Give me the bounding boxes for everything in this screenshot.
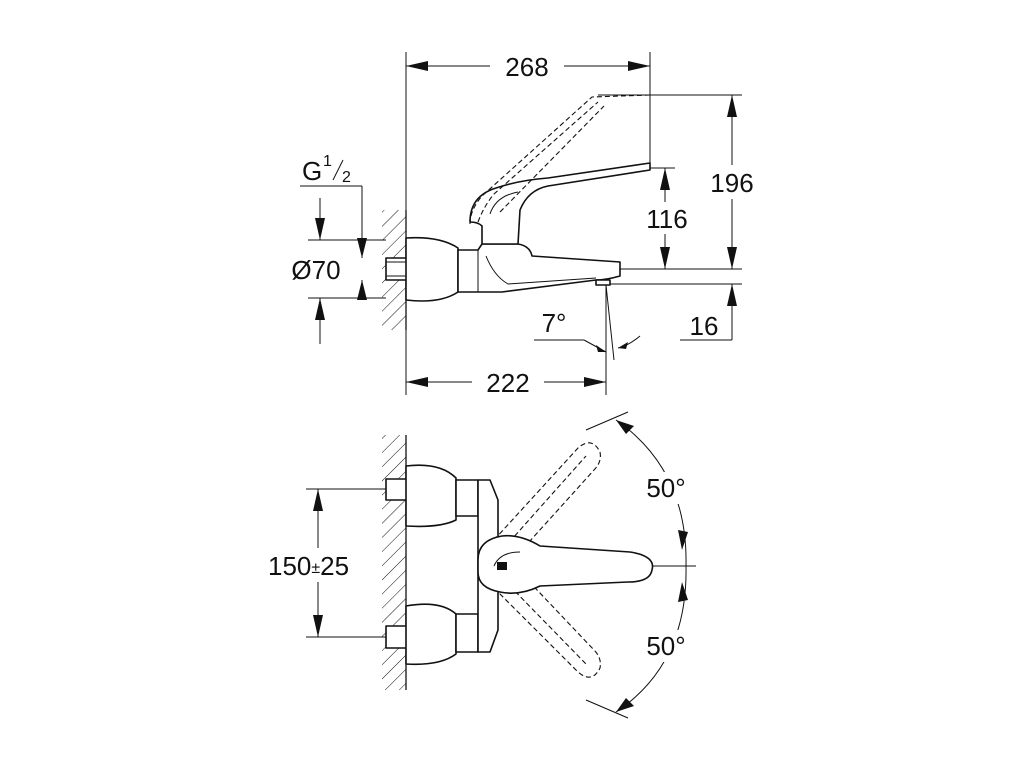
thread-numerator: 1 — [323, 153, 332, 170]
top-lever-handle — [477, 534, 654, 594]
spout-aerator — [595, 279, 611, 286]
swing-down-label: 50° — [646, 631, 685, 661]
top-view: 150±25 50° 50° — [266, 411, 696, 719]
lower-rosette — [405, 603, 457, 666]
thread-denominator: 2 — [342, 169, 351, 186]
dim-222-label: 222 — [486, 368, 529, 398]
rosette — [405, 236, 459, 302]
lower-inlet-stub — [385, 625, 409, 649]
dim-116-label: 116 — [646, 204, 687, 234]
dim-268-label: 268 — [505, 52, 548, 82]
lever-indicator — [497, 562, 507, 570]
lever-swing-down — [493, 571, 601, 678]
spout-angle-label: 7° — [542, 308, 567, 338]
lever-raised-outline — [469, 94, 651, 225]
thread-main-label: G — [302, 156, 322, 186]
upper-inlet-stub — [385, 478, 409, 501]
dim-16-label: 16 — [690, 311, 719, 341]
dim-centres-label: 150±25 — [268, 551, 349, 581]
lever-swing-up — [493, 442, 601, 553]
lever-handle — [469, 162, 651, 245]
rosette-diameter-label: Ø70 — [291, 255, 340, 285]
dim-196-label: 196 — [710, 168, 753, 198]
inlet-stub — [385, 257, 409, 281]
upper-rosette — [405, 464, 457, 528]
swing-up-label: 50° — [646, 473, 685, 503]
swing-arc — [615, 419, 687, 713]
side-view: 268 196 116 16 222 7° G 1 — [291, 50, 762, 398]
wall-hatch-top — [382, 435, 406, 690]
spout-angle-line — [605, 284, 615, 361]
